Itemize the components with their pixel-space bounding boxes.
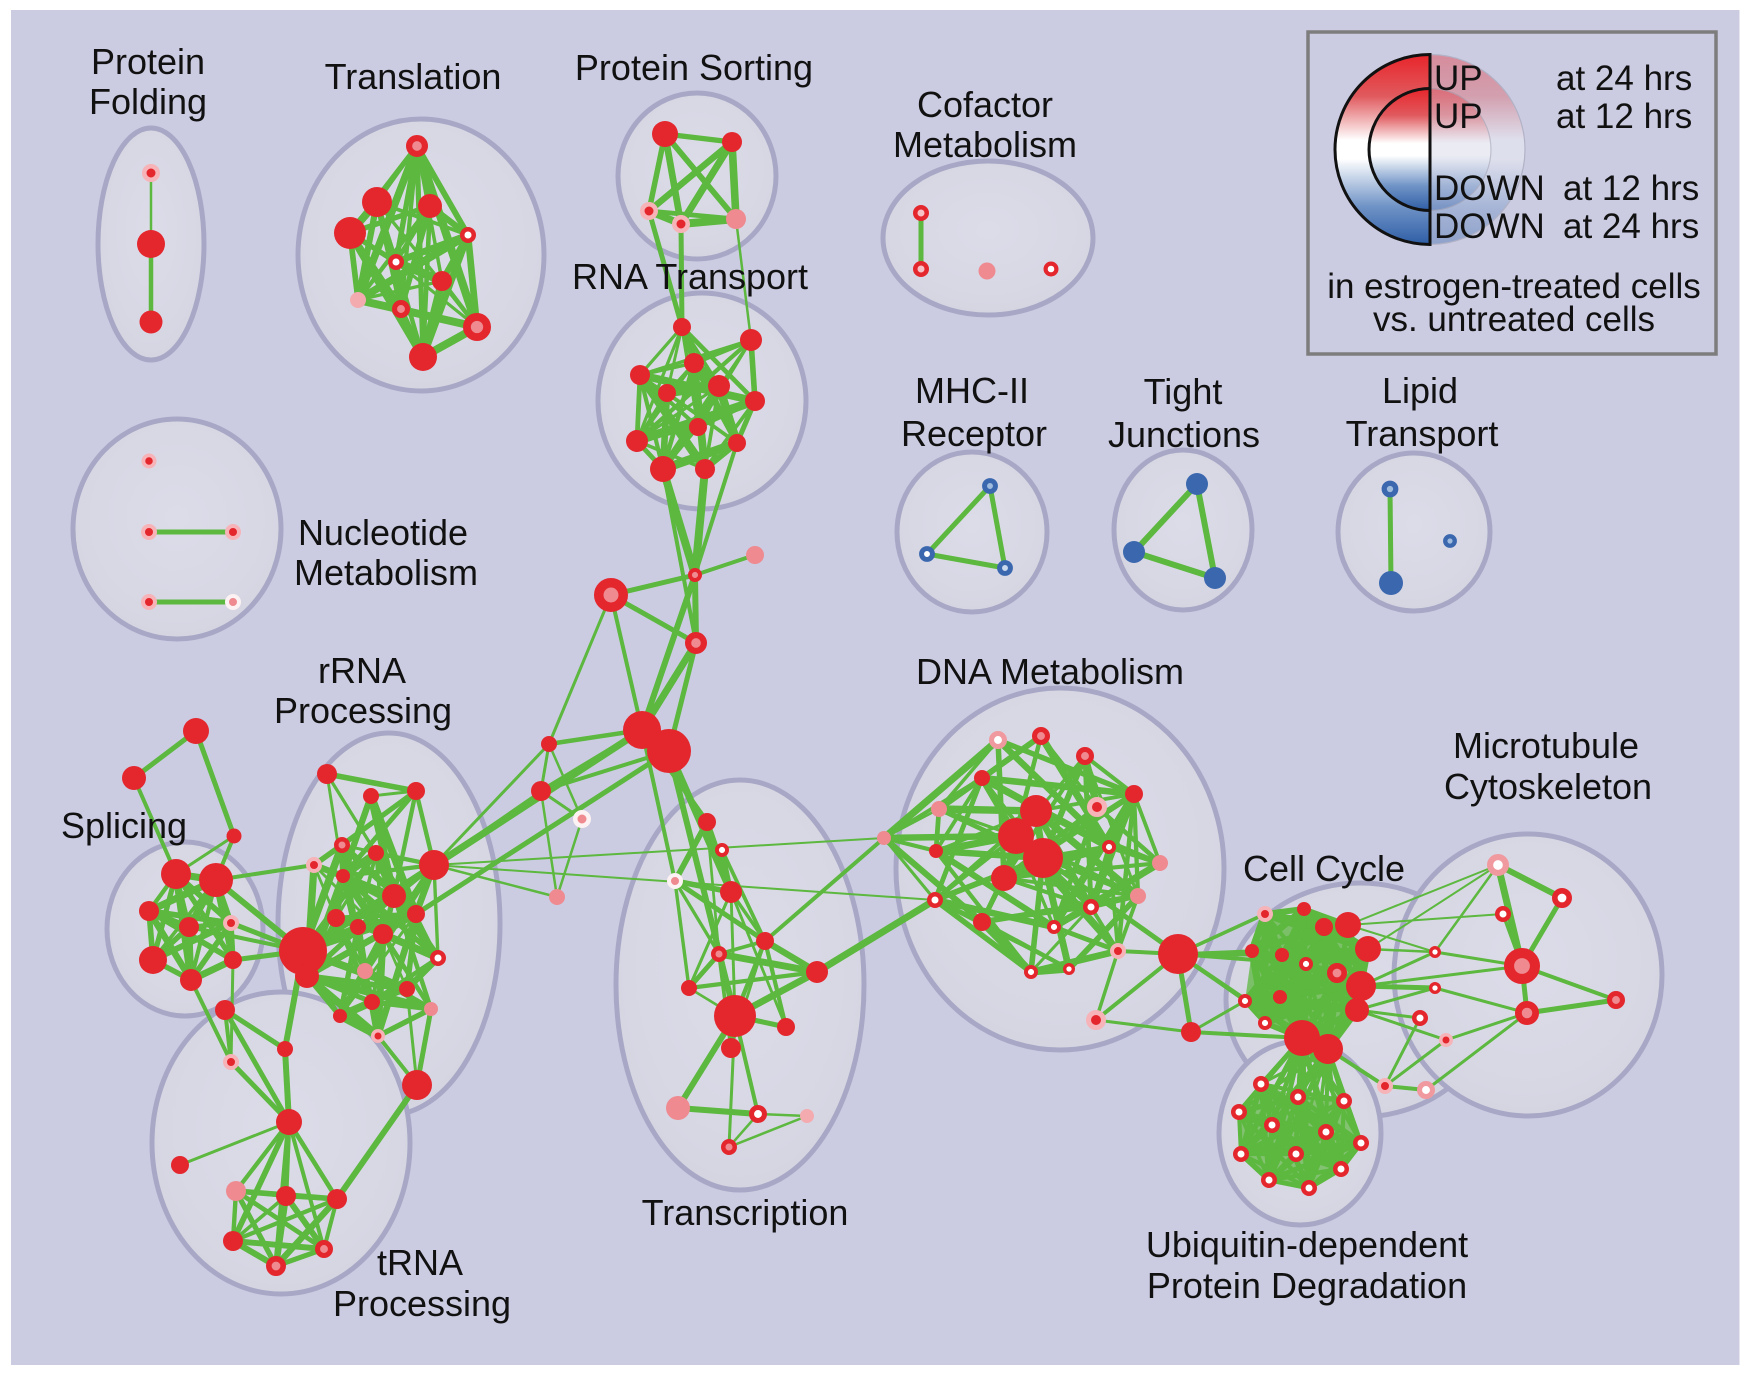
svg-text:Lipid: Lipid: [1382, 370, 1458, 411]
svg-text:UP: UP: [1434, 97, 1483, 136]
svg-text:Nucleotide: Nucleotide: [298, 512, 468, 553]
svg-text:Transport: Transport: [1346, 413, 1499, 454]
svg-text:Processing: Processing: [333, 1283, 511, 1324]
svg-text:Processing: Processing: [274, 690, 452, 731]
svg-text:Cytoskeleton: Cytoskeleton: [1444, 766, 1652, 807]
svg-text:Metabolism: Metabolism: [893, 124, 1077, 165]
svg-text:DOWN: DOWN: [1434, 169, 1545, 208]
svg-text:vs. untreated cells: vs. untreated cells: [1373, 300, 1655, 339]
svg-text:Protein Degradation: Protein Degradation: [1147, 1265, 1467, 1306]
svg-text:Metabolism: Metabolism: [294, 552, 478, 593]
svg-text:at 12 hrs: at 12 hrs: [1556, 97, 1692, 136]
svg-text:RNA Transport: RNA Transport: [572, 256, 808, 297]
svg-text:Microtubule: Microtubule: [1453, 725, 1639, 766]
svg-text:Tight: Tight: [1144, 371, 1223, 412]
svg-text:at 12 hrs: at 12 hrs: [1563, 169, 1699, 208]
svg-text:at 24 hrs: at 24 hrs: [1563, 207, 1699, 246]
svg-text:Protein: Protein: [91, 41, 205, 82]
svg-text:Junctions: Junctions: [1108, 414, 1260, 455]
svg-text:Receptor: Receptor: [901, 413, 1047, 454]
svg-text:Splicing: Splicing: [61, 805, 187, 846]
svg-text:DNA Metabolism: DNA Metabolism: [916, 651, 1184, 692]
svg-text:UP: UP: [1434, 59, 1483, 98]
svg-text:Folding: Folding: [89, 81, 207, 122]
svg-text:Ubiquitin-dependent: Ubiquitin-dependent: [1146, 1224, 1468, 1265]
svg-text:rRNA: rRNA: [318, 650, 406, 691]
svg-text:Cell Cycle: Cell Cycle: [1243, 848, 1405, 889]
svg-text:at 24 hrs: at 24 hrs: [1556, 59, 1692, 98]
svg-text:tRNA: tRNA: [377, 1242, 463, 1283]
svg-text:Transcription: Transcription: [642, 1192, 849, 1233]
svg-text:Translation: Translation: [325, 56, 502, 97]
svg-text:Cofactor: Cofactor: [917, 84, 1053, 125]
svg-text:MHC-II: MHC-II: [915, 370, 1029, 411]
svg-text:Protein Sorting: Protein Sorting: [575, 47, 813, 88]
svg-text:in estrogen-treated cells: in estrogen-treated cells: [1327, 267, 1701, 306]
svg-text:DOWN: DOWN: [1434, 207, 1545, 246]
